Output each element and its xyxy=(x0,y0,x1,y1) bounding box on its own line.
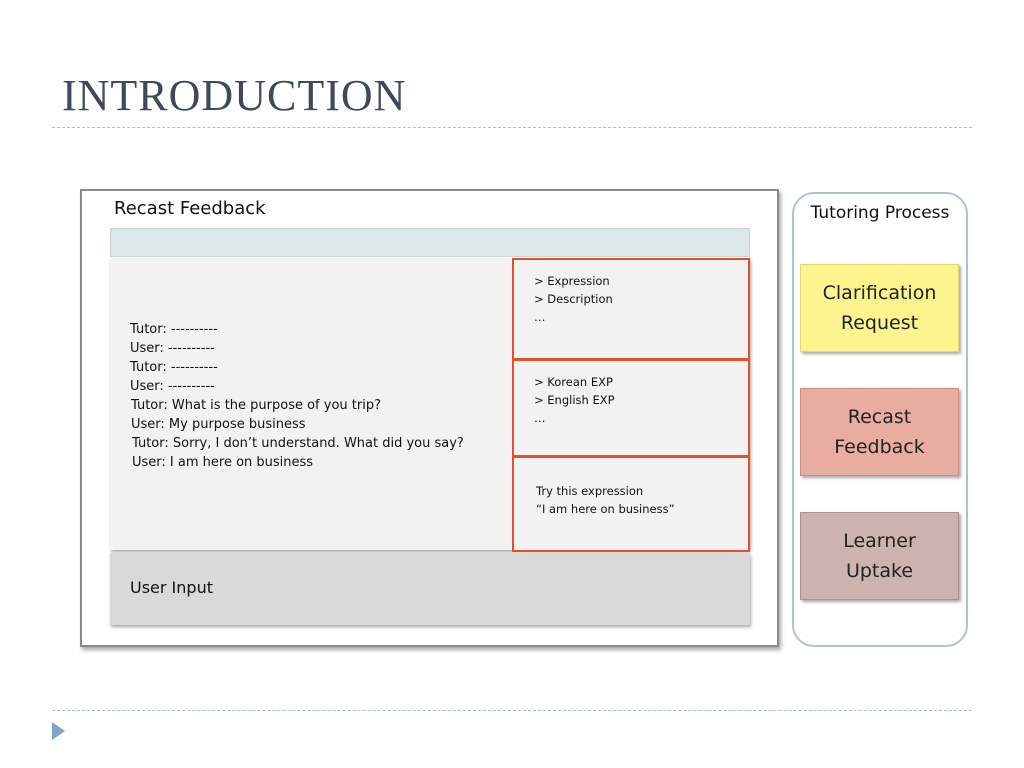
mockup-title: Recast Feedback xyxy=(114,198,266,219)
chat-line: Tutor: ---------- xyxy=(130,322,218,337)
panel-line: Try this expression xyxy=(536,484,644,498)
step-label: Recast xyxy=(847,406,912,428)
footer-divider xyxy=(52,710,972,711)
user-input-area[interactable] xyxy=(110,553,750,625)
mockup-header-bar xyxy=(110,228,750,257)
chat-line: User: My purpose business xyxy=(131,417,306,432)
chat-line: User: I am here on business xyxy=(132,455,314,470)
expression-panel[interactable]: > Expression > Description … xyxy=(512,258,750,360)
panel-line: > English EXP xyxy=(534,393,615,407)
learner-uptake-step: Learner Uptake xyxy=(800,512,959,600)
slide-title: INTRODUCTION xyxy=(62,71,407,120)
step-label: Learner xyxy=(843,530,916,552)
step-label: Feedback xyxy=(834,436,925,458)
chat-transcript: Tutor: ---------- User: ---------- Tutor… xyxy=(130,320,464,472)
suggestion-panel[interactable]: Try this expression “I am here on busine… xyxy=(512,456,750,552)
chat-line: User: ---------- xyxy=(130,341,215,356)
panel-line: > Korean EXP xyxy=(534,375,613,389)
panel-line: … xyxy=(534,310,546,324)
panel-line: > Description xyxy=(534,292,613,306)
panel-line: > Expression xyxy=(534,274,610,288)
clarification-request-step: Clarification Request xyxy=(800,264,959,352)
tutoring-process-title: Tutoring Process xyxy=(810,203,950,223)
bullet-arrow-icon xyxy=(52,722,65,740)
step-label: Clarification xyxy=(822,282,937,304)
chat-line: Tutor: Sorry, I don’t understand. What d… xyxy=(132,436,464,451)
step-label: Request xyxy=(840,312,919,334)
chat-line: Tutor: What is the purpose of you trip? xyxy=(131,398,381,413)
translation-panel[interactable]: > Korean EXP > English EXP … xyxy=(512,359,750,457)
chat-line: Tutor: ---------- xyxy=(130,360,218,375)
chat-line: User: ---------- xyxy=(130,379,215,394)
panel-line: … xyxy=(534,411,546,425)
step-label: Uptake xyxy=(845,560,914,582)
user-input-label: User Input xyxy=(130,578,213,597)
recast-feedback-step: Recast Feedback xyxy=(800,388,959,476)
panel-line: “I am here on business” xyxy=(536,502,675,516)
title-divider xyxy=(52,127,972,128)
